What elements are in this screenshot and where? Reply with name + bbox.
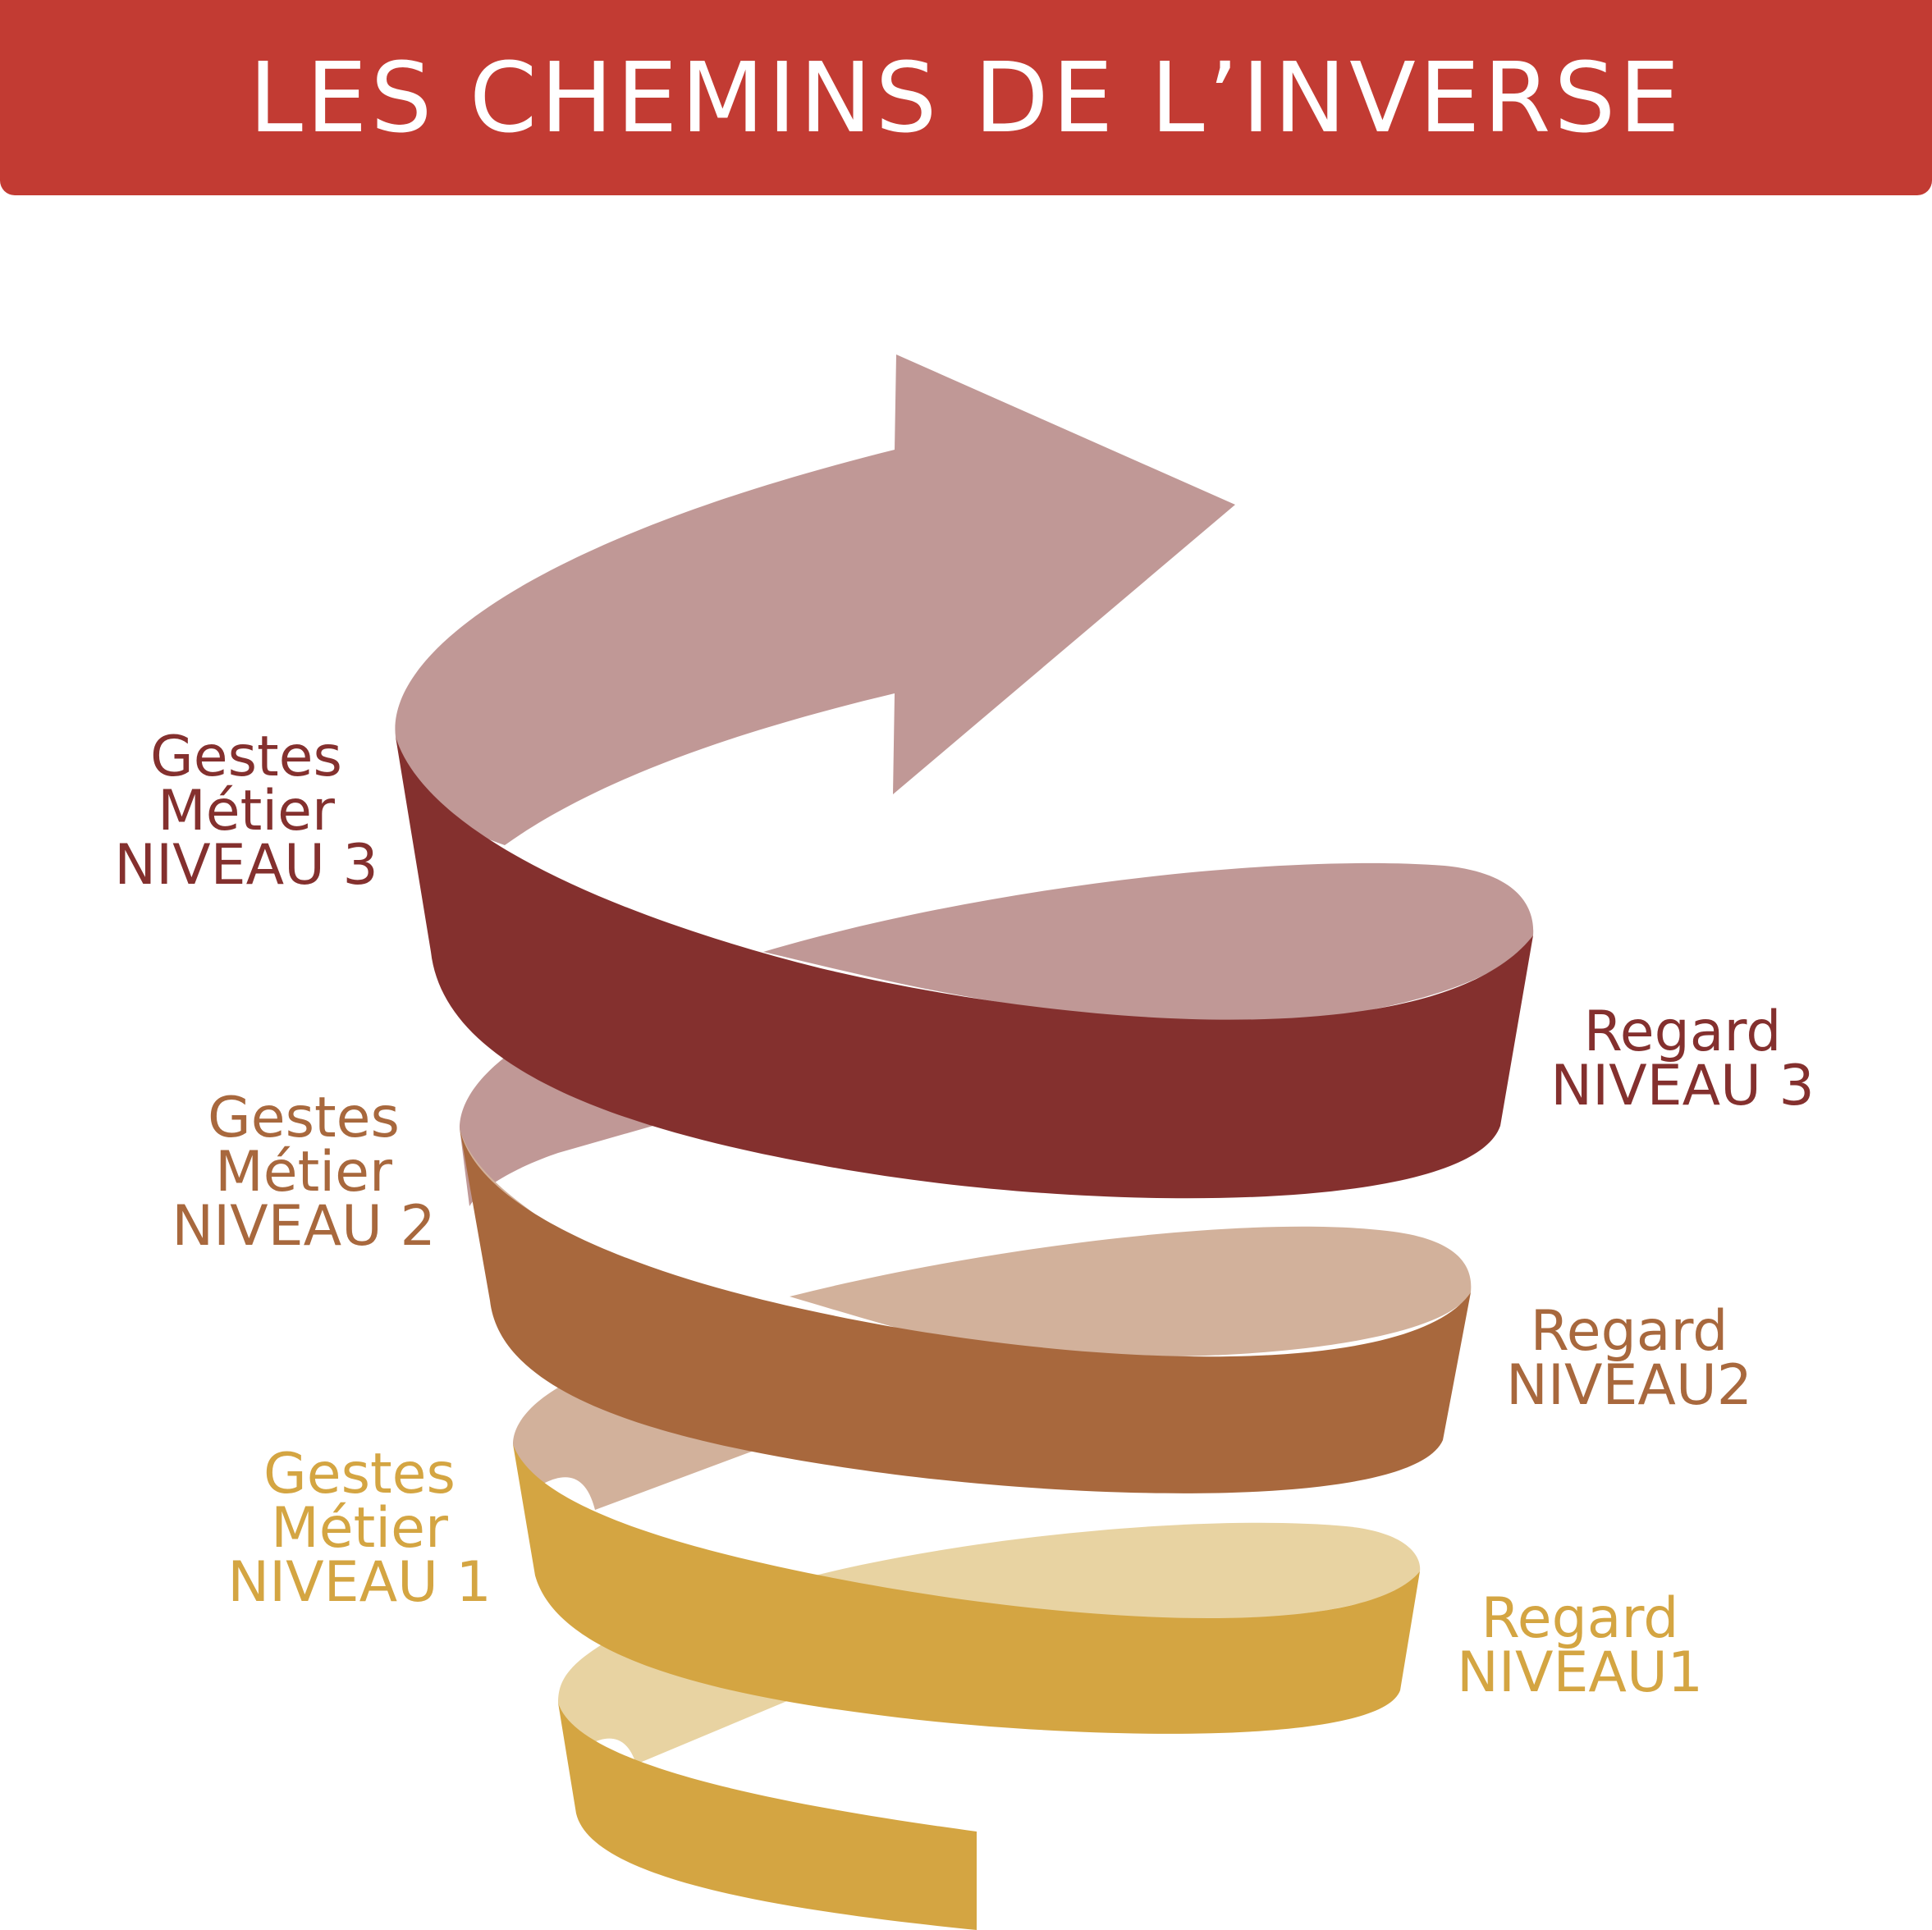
- label-gestes-2-line2: Métier: [215, 1140, 392, 1205]
- spiral-level-2-inner-back: [513, 1379, 804, 1510]
- spiral-level-1-inner-back: [558, 1641, 813, 1764]
- spiral-level-2-band: [460, 1128, 1471, 1493]
- spiral-level-3-band: [396, 737, 1533, 1199]
- spiral-tail: [558, 1703, 977, 1930]
- label-regard-1-line1: Regard: [1481, 1586, 1679, 1651]
- page-title: LES CHEMINS DE L’INVERSE: [249, 41, 1683, 154]
- label-regard-2-line1: Regard: [1530, 1299, 1728, 1364]
- spiral-level-3-inner: [763, 862, 1534, 1023]
- label-gestes-1-line2: Métier: [271, 1496, 448, 1561]
- label-regard-niveau-2: Regard NIVEAU2: [1473, 1299, 1785, 1418]
- label-gestes-niveau-1: Gestes Métier NIVEAU 1: [204, 1442, 515, 1615]
- label-regard-1-line2: NIVEAU1: [1457, 1640, 1703, 1705]
- arrow-head: [395, 354, 1236, 845]
- title-banner: LES CHEMINS DE L’INVERSE: [0, 0, 1932, 195]
- label-regard-3-line2: NIVEAU 3: [1550, 1054, 1815, 1118]
- label-gestes-1-line1: Gestes: [263, 1442, 456, 1507]
- label-gestes-3-line3: NIVEAU 3: [114, 833, 378, 898]
- label-gestes-3-line1: Gestes: [150, 725, 342, 789]
- label-regard-2-line2: NIVEAU2: [1506, 1353, 1752, 1418]
- label-regard-3-line1: Regard: [1583, 999, 1782, 1064]
- spiral-level-2-inner: [790, 1226, 1472, 1357]
- label-regard-niveau-1: Regard NIVEAU1: [1424, 1586, 1736, 1705]
- label-gestes-3-line2: Métier: [158, 779, 335, 844]
- label-gestes-2-line3: NIVEAU 2: [172, 1194, 436, 1259]
- label-gestes-2-line1: Gestes: [208, 1086, 400, 1150]
- spiral-level-1-band: [513, 1444, 1420, 1734]
- label-gestes-niveau-2: Gestes Métier NIVEAU 2: [148, 1086, 460, 1259]
- label-regard-niveau-3: Regard NIVEAU 3: [1527, 999, 1838, 1118]
- label-gestes-niveau-3: Gestes Métier NIVEAU 3: [90, 725, 402, 898]
- spiral-level-1-inner: [808, 1522, 1421, 1622]
- label-gestes-1-line3: NIVEAU 1: [227, 1550, 492, 1615]
